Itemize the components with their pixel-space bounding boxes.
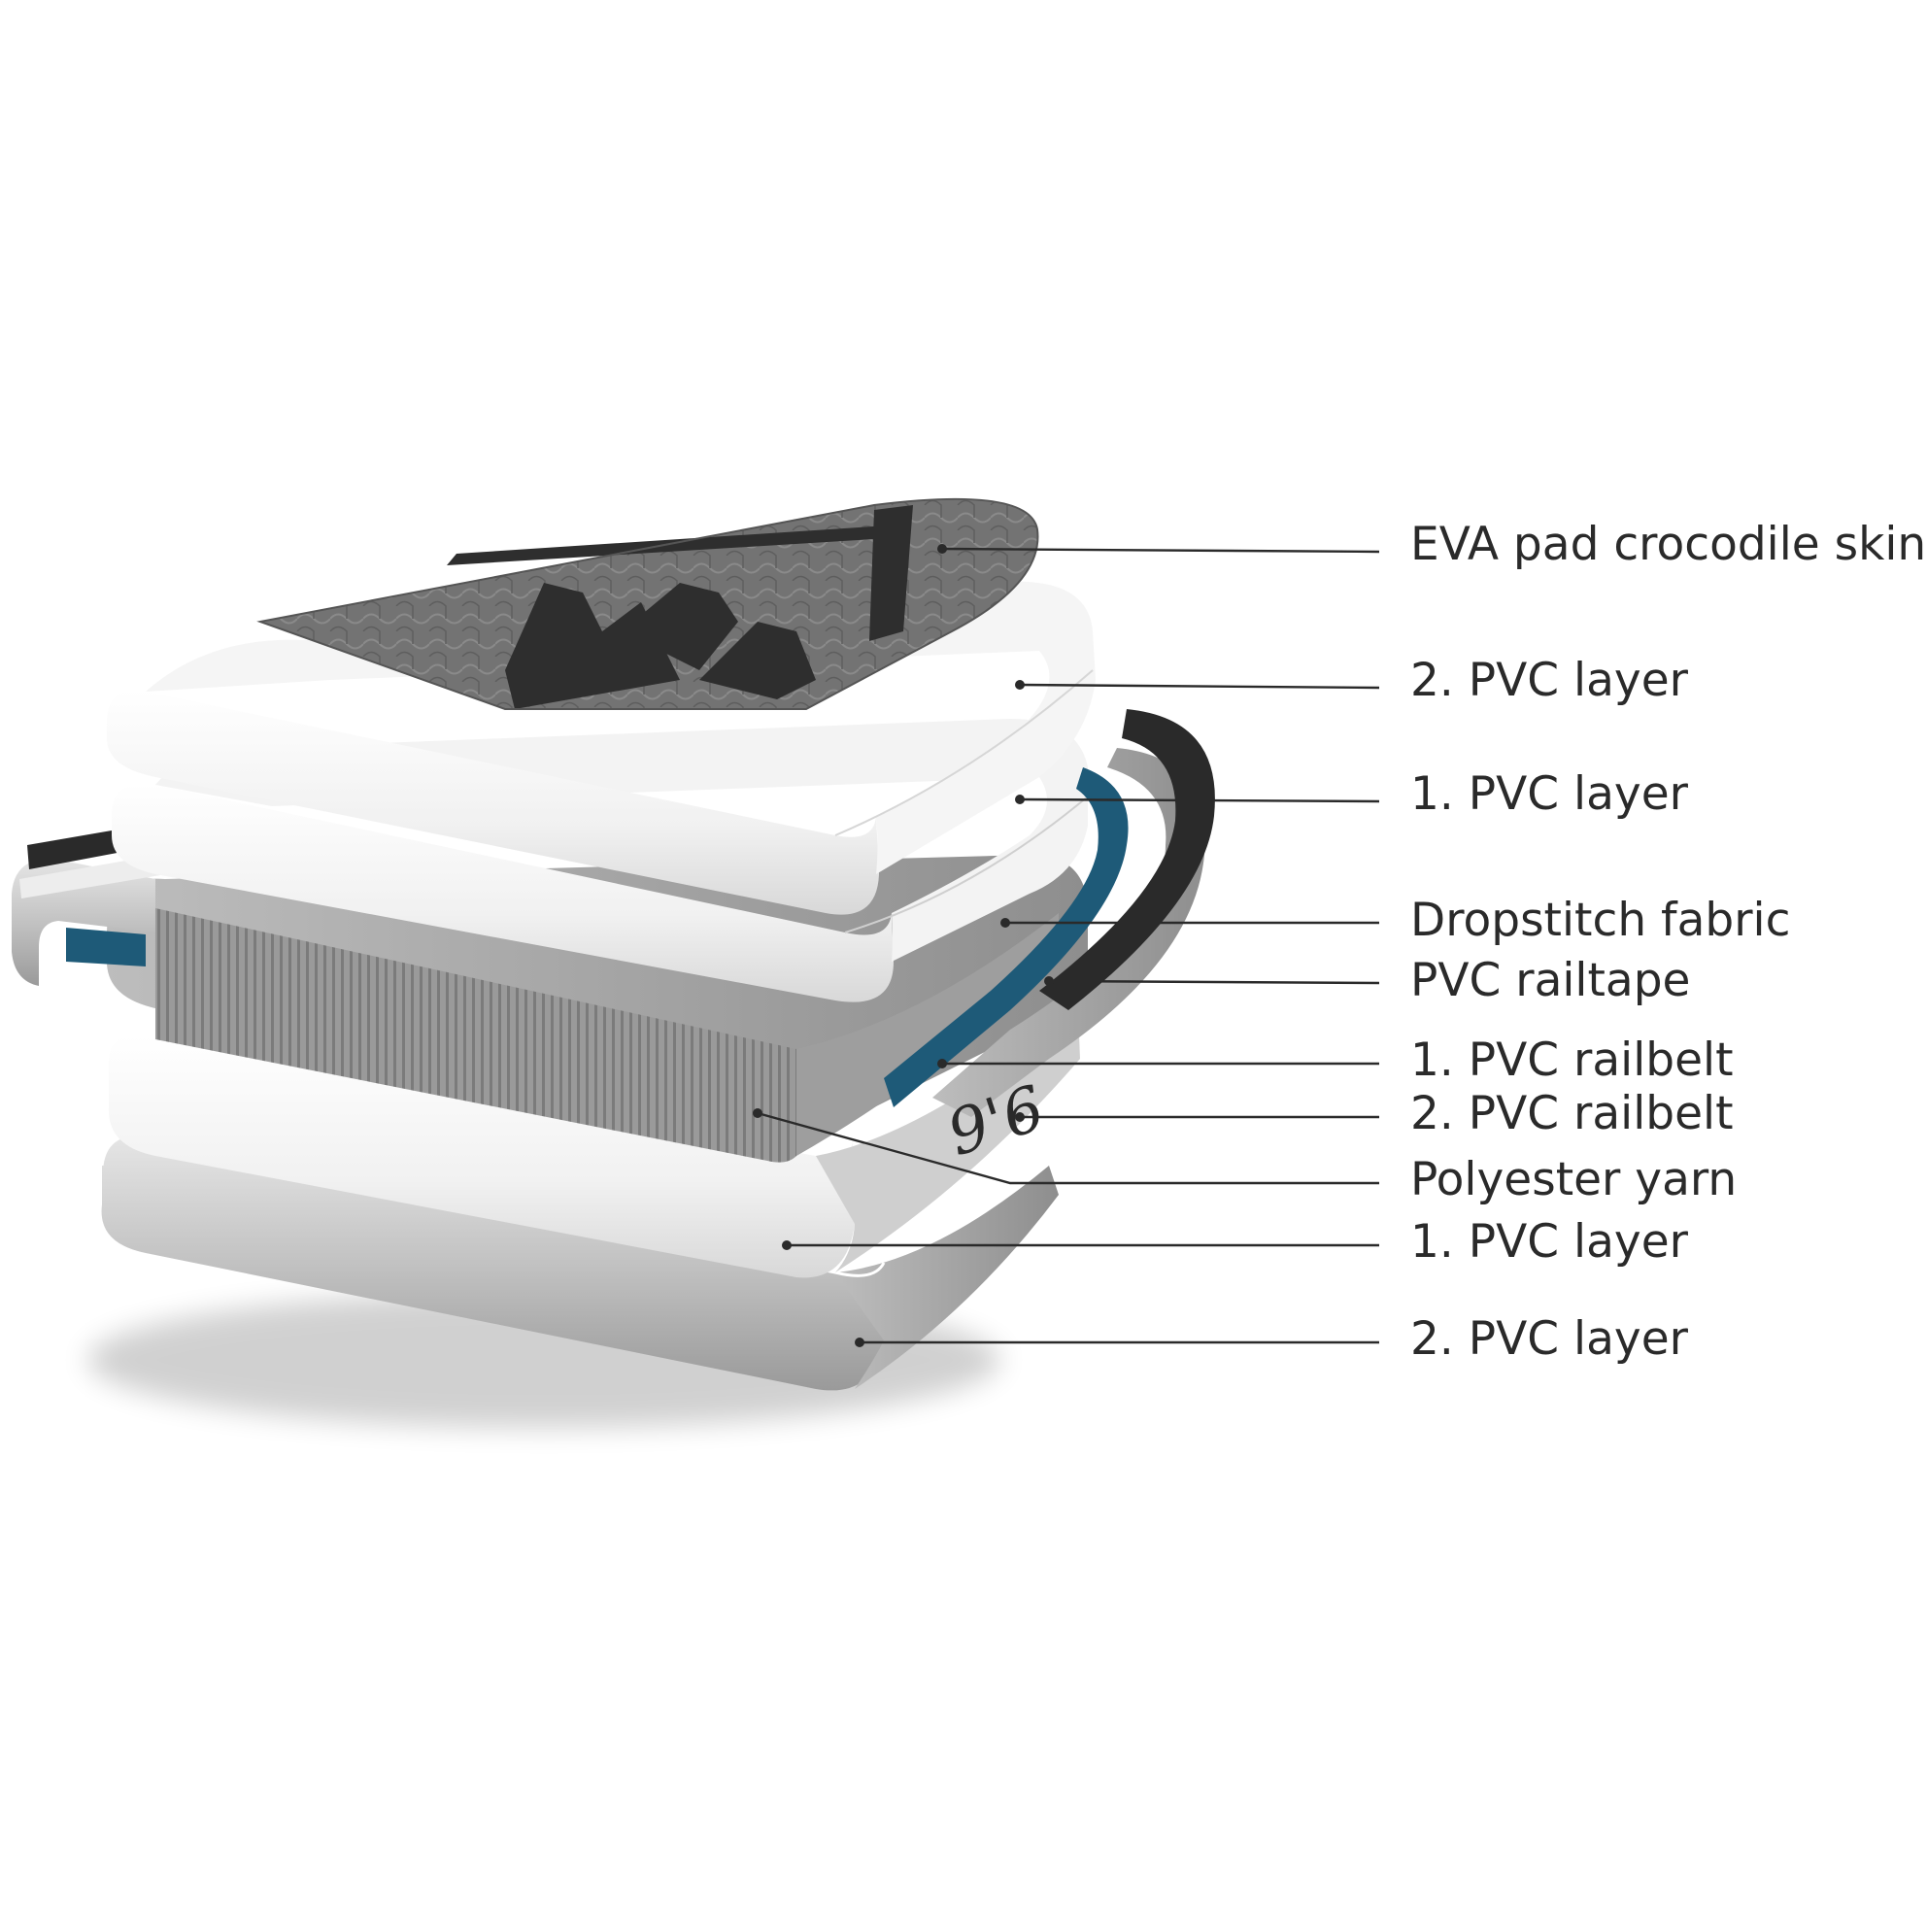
deck-pad-logo-right: [699, 622, 816, 699]
rail-blue-left: [66, 928, 146, 966]
leader-polyester-yarn: [757, 1111, 1379, 1185]
leader-pvc-layer-2-top: [1019, 683, 1380, 690]
deck-pad-stripe: [447, 525, 903, 565]
leader-lines: [757, 547, 1380, 1344]
leader-pvc-railtape: [1048, 979, 1380, 985]
label-eva-pad: EVA pad crocodile skin: [1410, 518, 1926, 571]
label-pvc-layer-1-bottom: 1. PVC layer: [1410, 1215, 1689, 1269]
rail-belts-right: 9'6: [884, 709, 1215, 1170]
label-pvc-layer-2-top: 2. PVC layer: [1410, 654, 1689, 707]
label-polyester-yarn: Polyester yarn: [1410, 1153, 1737, 1206]
eva-pad-shape: [256, 497, 1039, 710]
label-pvc-railtape: PVC railtape: [1410, 954, 1690, 1007]
label-pvc-layer-2-bottom: 2. PVC layer: [1410, 1312, 1689, 1366]
pvc-railbelt-1-shape: [884, 767, 1129, 1107]
polyester-yarn-shape: [155, 908, 796, 1163]
label-pvc-railbelt-1: 1. PVC railbelt: [1410, 1034, 1734, 1087]
label-pvc-layer-1-top: 1. PVC layer: [1410, 767, 1689, 821]
label-dropstitch-fabric: Dropstitch fabric: [1410, 894, 1790, 947]
leader-eva-pad: [941, 547, 1380, 554]
deck-pad-logo-left: [505, 583, 680, 709]
label-pvc-railbelt-2: 2. PVC railbelt: [1410, 1087, 1734, 1140]
leader-dots: [753, 544, 1054, 1347]
leader-pvc-layer-1-top: [1019, 797, 1380, 803]
dropstitch-core-shape: [107, 855, 1088, 1163]
